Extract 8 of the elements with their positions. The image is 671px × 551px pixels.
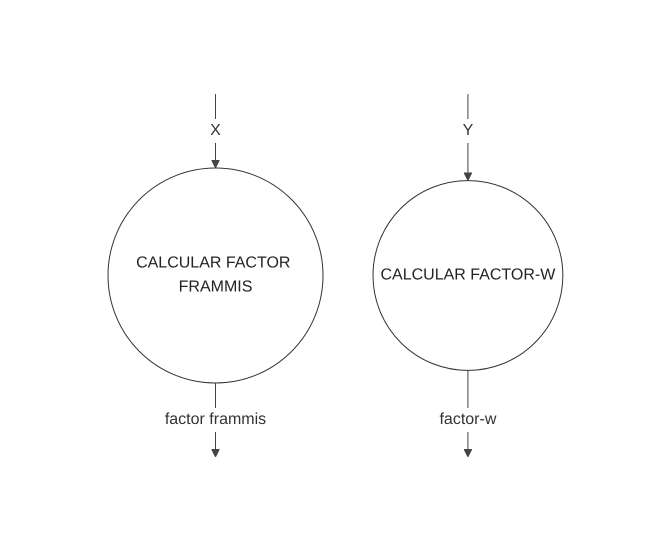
edge-label: factor-w — [440, 411, 496, 428]
arrow — [211, 94, 220, 168]
arrow — [464, 94, 472, 181]
node-circle: CALCULAR FACTOR-W — [372, 180, 564, 371]
edge-label: factor frammis — [164, 411, 266, 428]
edge-label: X — [210, 122, 221, 139]
node-circle: CALCULAR FACTOR FRAMMIS — [108, 168, 324, 384]
edge-label: Y — [462, 122, 474, 139]
